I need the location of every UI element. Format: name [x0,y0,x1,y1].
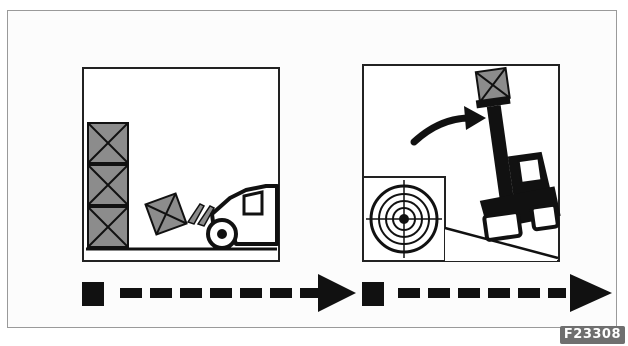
sequence-arrow [82,274,612,312]
inclinometer-inset [363,177,445,261]
figure-code-badge: F23308 [560,326,625,344]
crate-icon [88,165,128,205]
mid-square [362,282,384,306]
arrow-head-1 [318,274,356,312]
right-panel [363,63,563,261]
start-square [82,282,104,306]
crate-icon [88,207,128,247]
arrow-head-2 [570,274,612,312]
stacked-crates [88,123,128,247]
crate-icon [88,123,128,163]
left-panel [83,68,279,261]
